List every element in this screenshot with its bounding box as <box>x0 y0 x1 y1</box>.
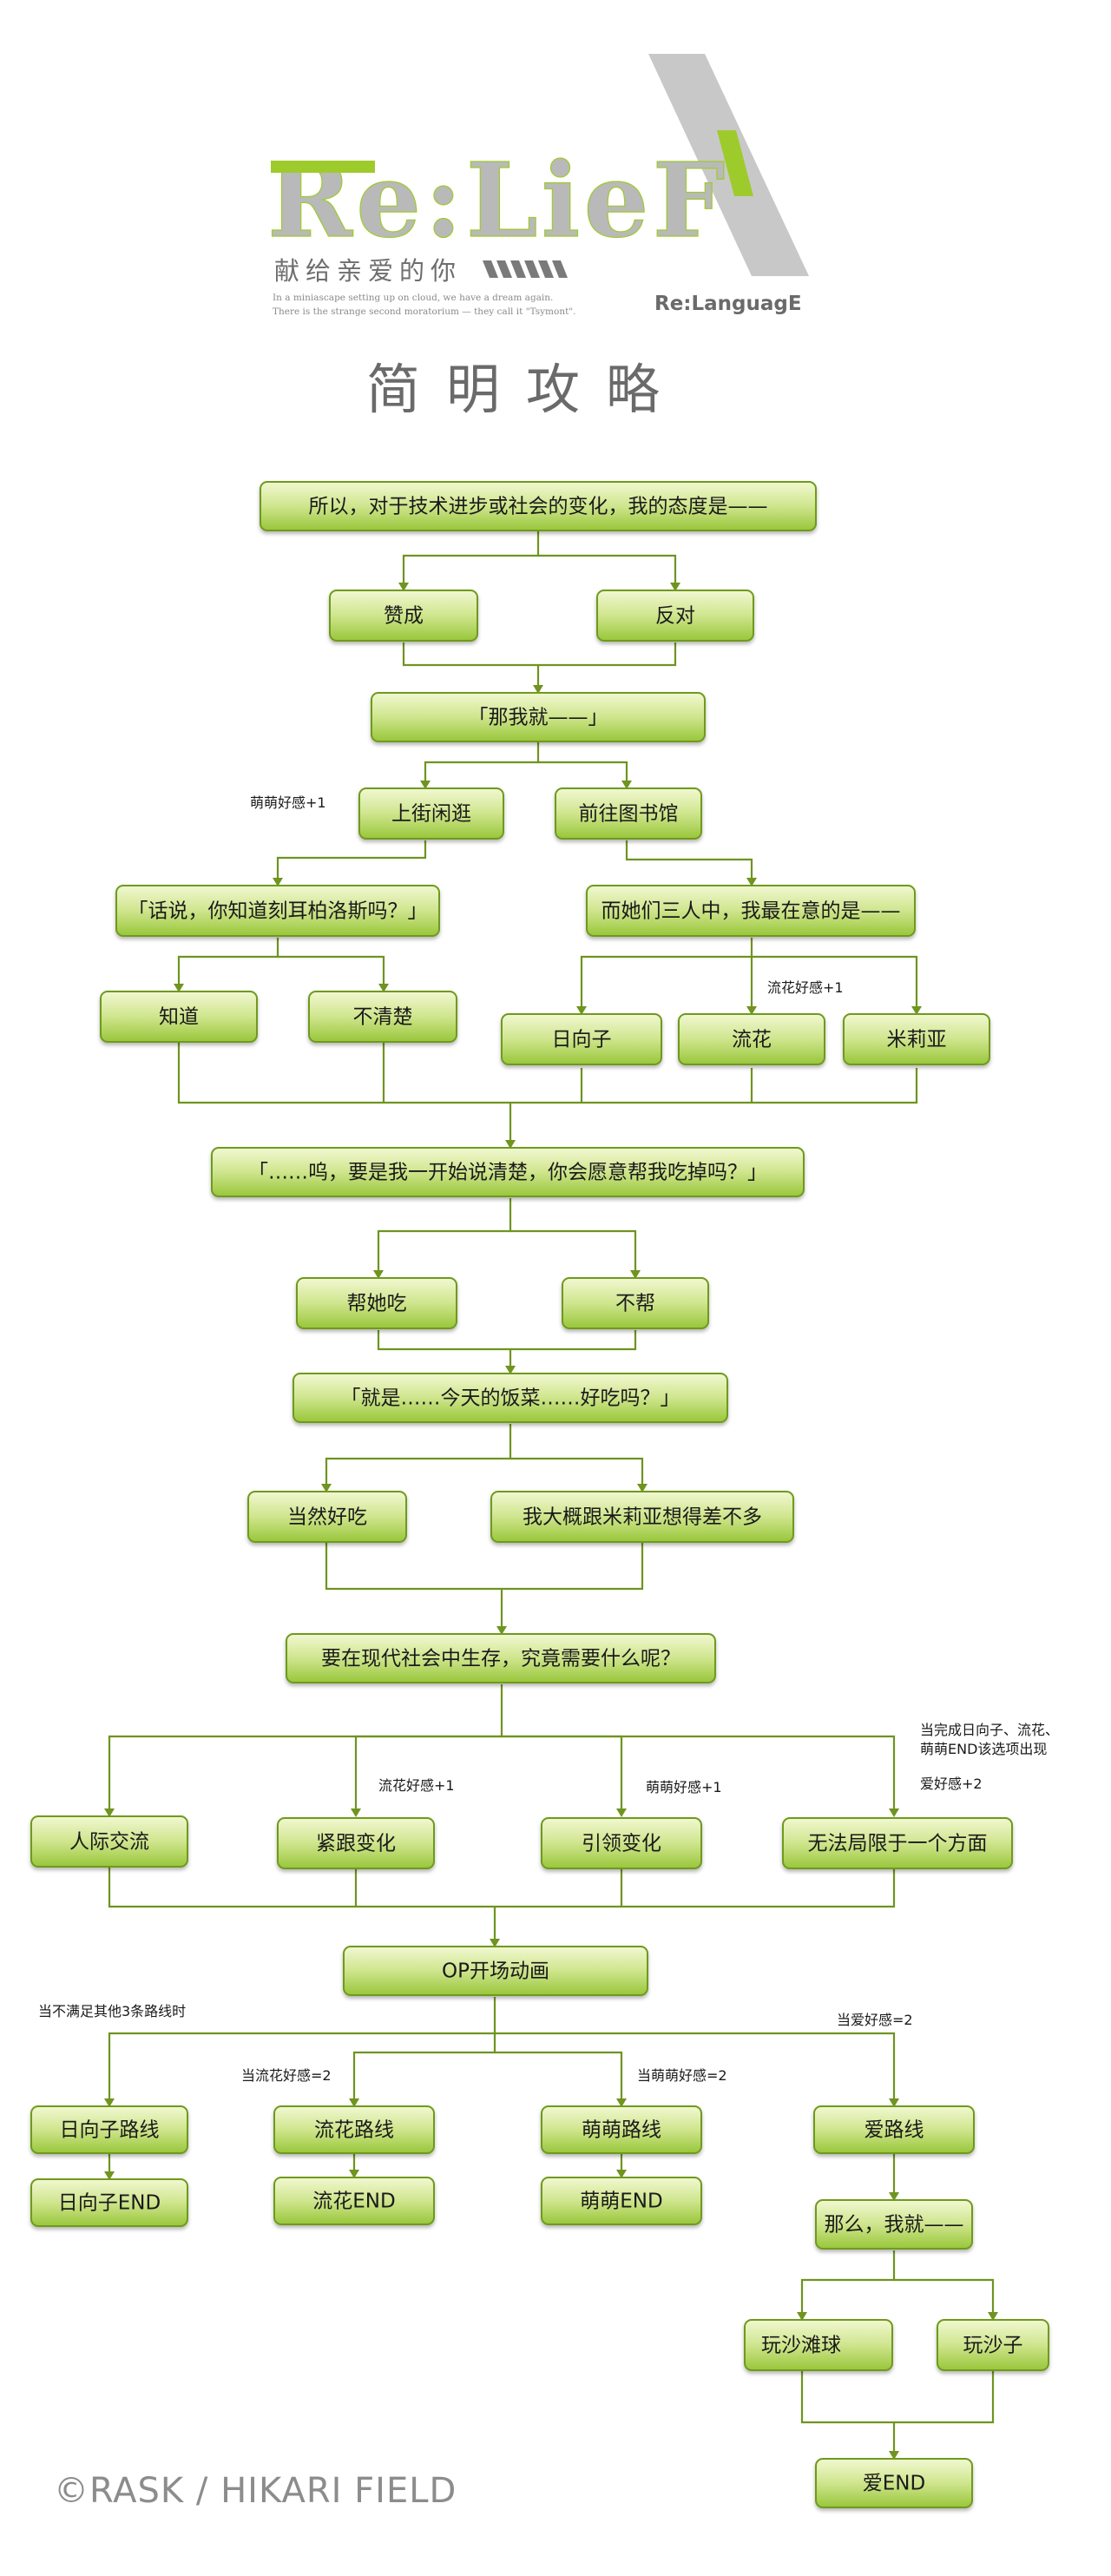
option-q7-a1-label: 人际交流 <box>69 1831 149 1854</box>
option-q1-a2[interactable]: 反对 <box>596 590 754 642</box>
route-moe: 萌萌路线 <box>541 2105 702 2154</box>
option-q5-a1-label: 帮她吃 <box>347 1293 407 1315</box>
route-ruka: 流花路线 <box>273 2105 435 2154</box>
node-q6: 「就是……今天的饭菜……好吃吗？」 <box>293 1373 728 1423</box>
end-ruka-label: 流花END <box>312 2191 395 2213</box>
note-cond-ai: 当爱好感=2 <box>837 2012 913 2028</box>
option-q8-a1-label: 玩沙滩球 <box>761 2335 841 2357</box>
option-q3-a1-label: 知道 <box>159 1006 199 1029</box>
option-q3-a1[interactable]: 知道 <box>100 991 258 1043</box>
option-q5-a1[interactable]: 帮她吃 <box>296 1277 457 1329</box>
note-moe-plus1-a: 萌萌好感+1 <box>250 794 326 811</box>
note-ruka-plus1-a: 流花好感+1 <box>767 979 844 996</box>
option-q4-a3-label: 米莉亚 <box>887 1029 947 1051</box>
developer-logo: Re:LanguagE <box>654 293 802 315</box>
route-ai-label: 爱路线 <box>864 2119 924 2142</box>
route-hinako-label: 日向子路线 <box>60 2119 160 2142</box>
option-q5-a2-label: 不帮 <box>615 1293 655 1315</box>
option-q7-a2[interactable]: 紧跟变化 <box>277 1817 435 1869</box>
logo-tagline-2: There is the strange second moratorium —… <box>273 306 575 317</box>
route-ruka-label: 流花路线 <box>314 2119 394 2142</box>
note-ruka-plus1-b: 流花好感+1 <box>378 1777 455 1794</box>
option-q7-a3-label: 引领变化 <box>582 1833 661 1855</box>
option-q4-a3[interactable]: 米莉亚 <box>843 1013 990 1065</box>
note-ai-plus2: 爱好感+2 <box>920 1776 983 1792</box>
option-q6-a2[interactable]: 我大概跟米莉亚想得差不多 <box>490 1491 794 1543</box>
option-q2-a2[interactable]: 前往图书馆 <box>555 787 702 840</box>
node-q5-label: 「……呜，要是我一开始说清楚，你会愿意帮我吃掉吗？」 <box>248 1162 767 1184</box>
logo-title: Re:LieF <box>267 140 728 260</box>
node-q3-label: 「话说，你知道刻耳柏洛斯吗？」 <box>128 900 428 923</box>
option-q7-a4[interactable]: 无法局限于一个方面 <box>782 1817 1013 1869</box>
option-q7-a1[interactable]: 人际交流 <box>30 1815 188 1868</box>
route-ai: 爱路线 <box>813 2105 975 2154</box>
logo-green-slash <box>717 130 753 196</box>
option-q3-a2[interactable]: 不清楚 <box>308 991 457 1043</box>
note-condition-line2: 萌萌END该选项出现 <box>920 1741 1047 1757</box>
node-q2-label: 「那我就——」 <box>469 707 608 729</box>
option-q1-a2-label: 反对 <box>655 605 695 628</box>
option-q6-a1-label: 当然好吃 <box>287 1506 367 1529</box>
option-q2-a1-label: 上街闲逛 <box>391 803 471 826</box>
arrowheads <box>104 583 998 2460</box>
end-hinako: 日向子END <box>30 2178 188 2227</box>
connector-lines <box>108 531 995 2457</box>
option-q4-a1[interactable]: 日向子 <box>501 1013 662 1065</box>
logo-subtitle: 献给亲爱的你 <box>274 256 462 286</box>
end-ai-label: 爱END <box>863 2473 925 2495</box>
copyright-text: ©RASK / HIKARI FIELD <box>54 2471 457 2511</box>
guide-title: 简明攻略 <box>366 358 686 421</box>
route-hinako: 日向子路线 <box>30 2105 188 2154</box>
node-q3: 「话说，你知道刻耳柏洛斯吗？」 <box>115 885 440 937</box>
node-op-label: OP开场动画 <box>442 1960 549 1983</box>
option-q8-a2[interactable]: 玩沙子 <box>937 2319 1049 2371</box>
option-q4-a2-label: 流花 <box>732 1029 772 1051</box>
option-q1-a1[interactable]: 赞成 <box>329 590 478 642</box>
node-q1: 所以，对于技术进步或社会的变化，我的态度是—— <box>260 481 817 531</box>
node-q4-label: 而她们三人中，我最在意的是—— <box>602 900 901 923</box>
option-q7-a4-label: 无法局限于一个方面 <box>808 1833 988 1855</box>
end-ai: 爱END <box>815 2458 973 2508</box>
note-cond-moe: 当萌萌好感=2 <box>637 2067 727 2084</box>
end-moe-label: 萌萌END <box>580 2191 662 2213</box>
option-q2-a2-label: 前往图书馆 <box>579 803 679 826</box>
option-q6-a2-label: 我大概跟米莉亚想得差不多 <box>523 1506 762 1529</box>
node-op: OP开场动画 <box>343 1946 648 1996</box>
option-q7-a3[interactable]: 引领变化 <box>541 1817 702 1869</box>
option-q7-a2-label: 紧跟变化 <box>316 1833 396 1855</box>
option-q4-a1-label: 日向子 <box>552 1029 612 1051</box>
note-condition-line1: 当完成日向子、流花、 <box>920 1722 1059 1738</box>
node-q7-label: 要在现代社会中生存，究竟需要什么呢？ <box>321 1648 680 1670</box>
logo-stripes <box>483 260 568 278</box>
option-q1-a1-label: 赞成 <box>384 605 424 628</box>
option-q3-a2-label: 不清楚 <box>353 1006 413 1029</box>
end-moe: 萌萌END <box>541 2177 702 2225</box>
node-q1-label: 所以，对于技术进步或社会的变化，我的态度是—— <box>309 496 768 518</box>
end-ruka: 流花END <box>273 2177 435 2225</box>
option-q6-a1[interactable]: 当然好吃 <box>247 1491 407 1543</box>
route-moe-label: 萌萌路线 <box>582 2119 661 2142</box>
option-q8-a2-label: 玩沙子 <box>963 2335 1023 2357</box>
logo-green-bar <box>271 161 375 173</box>
note-cond-ruka: 当流花好感=2 <box>241 2067 332 2084</box>
node-q5: 「……呜，要是我一开始说清楚，你会愿意帮我吃掉吗？」 <box>211 1147 805 1197</box>
option-q4-a2[interactable]: 流花 <box>678 1013 825 1065</box>
node-q4: 而她们三人中，我最在意的是—— <box>586 885 916 937</box>
option-q8-a1[interactable]: 玩沙滩球 <box>744 2319 893 2371</box>
note-moe-plus1-b: 萌萌好感+1 <box>646 1779 722 1795</box>
node-q7: 要在现代社会中生存，究竟需要什么呢？ <box>286 1633 716 1683</box>
node-q8-label: 那么，我就—— <box>825 2214 964 2237</box>
header-logo-area: Re:LieF 献给亲爱的你 In a miniascape setting u… <box>266 54 809 421</box>
option-q5-a2[interactable]: 不帮 <box>562 1277 709 1329</box>
node-q8: 那么，我就—— <box>815 2199 973 2250</box>
note-cond-hinako: 当不满足其他3条路线时 <box>38 2003 186 2019</box>
end-hinako-label: 日向子END <box>58 2192 161 2215</box>
node-q6-label: 「就是……今天的饭菜……好吃吗？」 <box>341 1387 680 1410</box>
logo-tagline-1: In a miniascape setting up on cloud, we … <box>273 293 553 303</box>
option-q2-a1[interactable]: 上街闲逛 <box>358 787 504 840</box>
node-q2: 「那我就——」 <box>371 692 706 742</box>
